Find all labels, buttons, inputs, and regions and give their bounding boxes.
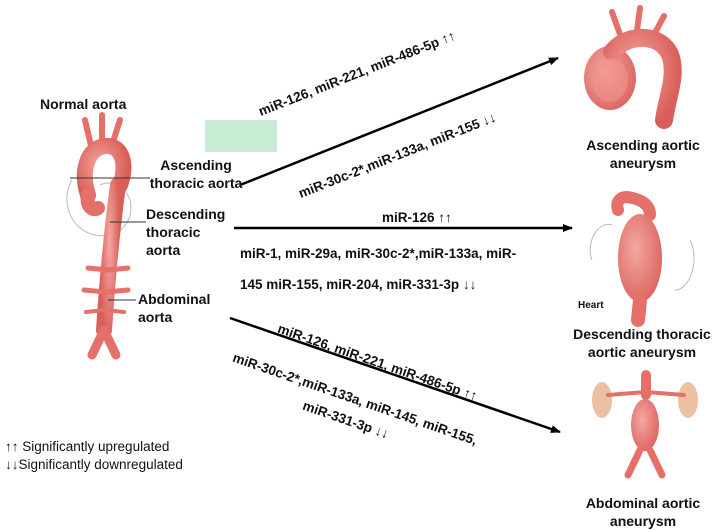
ascending-outcome-line2: aneurysm	[609, 155, 677, 171]
descending-outcome-line1: Descending thoracic	[573, 326, 711, 342]
abdominal-aorta-label: Abdominal aorta	[138, 290, 210, 326]
abdominal-aneurysm-illustration	[592, 370, 698, 479]
descending-outcome-line2: aortic aneurysm	[587, 344, 697, 360]
legend: ↑↑ Significantly upregulated ↓↓Significa…	[5, 438, 183, 474]
ascending-thoracic-line1: Ascending	[160, 157, 232, 173]
descending-aneurysm-label: Descending thoracic aortic aneurysm	[562, 325, 722, 361]
heart-label: Heart	[578, 300, 604, 311]
abdominal-outcome-line1: Abdominal aortic	[585, 495, 701, 511]
ascending-aneurysm-illustration	[584, 5, 682, 129]
desc-up-mirna: miR-126 ↑↑	[382, 210, 452, 225]
descending-thoracic-line3: aorta	[146, 242, 181, 258]
desc-down-mirna-line1: miR-1, miR-29a, miR-30c-2*,miR-133a, miR…	[240, 246, 517, 261]
legend-up: ↑↑ Significantly upregulated	[5, 439, 170, 454]
ascending-thoracic-label: Ascending thoracic aorta	[148, 156, 244, 192]
arrow-to-ascending	[239, 56, 559, 187]
abdominal-outcome-line2: aneurysm	[609, 513, 677, 529]
arrow-to-abdominal	[229, 316, 561, 434]
legend-down: ↓↓Significantly downregulated	[5, 457, 183, 472]
abdominal-aneurysm-label: Abdominal aortic aneurysm	[568, 494, 718, 530]
normal-aorta-label: Normal aorta	[40, 96, 127, 112]
ascending-outcome-line1: Ascending aortic	[586, 137, 700, 153]
normal-aorta-illustration	[66, 112, 132, 360]
desc-down-mirna-line2: 145 miR-155, miR-204, miR-331-3p ↓↓	[240, 277, 477, 292]
ascending-aneurysm-label: Ascending aortic aneurysm	[568, 136, 718, 172]
ascending-thoracic-line2: thoracic aorta	[149, 175, 243, 191]
descending-thoracic-line2: thoracic	[146, 224, 201, 240]
descending-thoracic-label: Descending thoracic aorta	[146, 205, 225, 259]
abdominal-line2: aorta	[138, 309, 173, 325]
descending-thoracic-line1: Descending	[146, 206, 226, 222]
abdominal-line1: Abdominal	[138, 291, 211, 307]
highlight-box	[205, 120, 277, 152]
descending-aneurysm-illustration	[589, 191, 695, 327]
